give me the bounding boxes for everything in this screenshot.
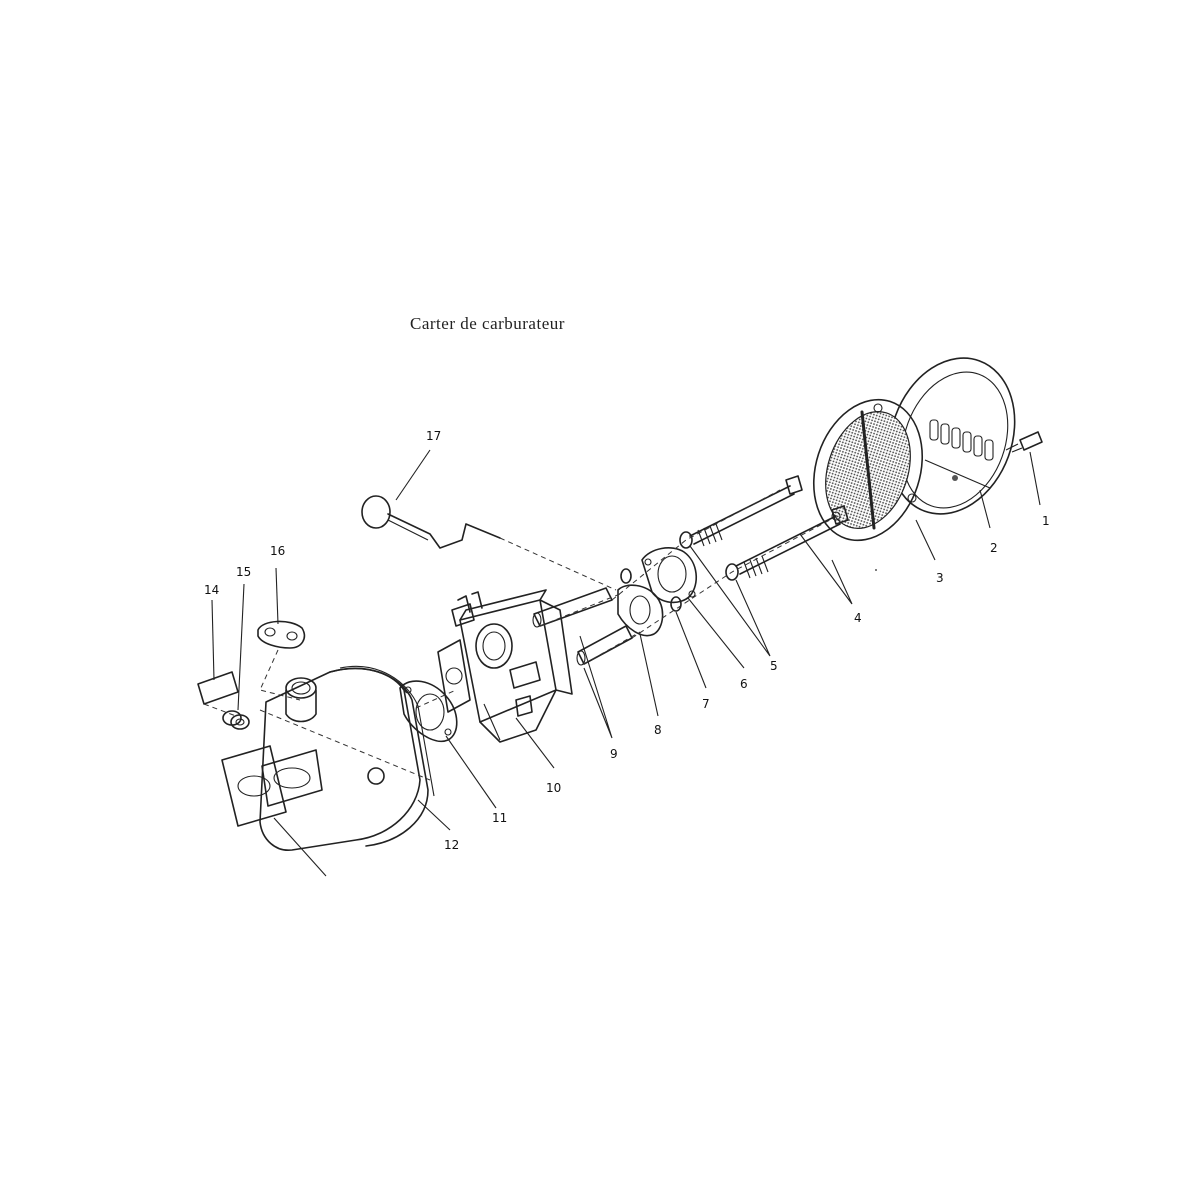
part-number-labels: 1 2 3 4 5 6 7 8 9 10 11 12 14 15 16 17 (204, 429, 1050, 852)
label-part-14: 14 (204, 583, 219, 597)
label-part-5: 5 (770, 659, 778, 673)
part-2-filter-cover (888, 357, 1016, 515)
part-17-choke-rod (361, 495, 501, 549)
label-part-16: 16 (270, 544, 285, 558)
part-15-grommet (222, 710, 250, 730)
label-part-10: 10 (546, 781, 561, 795)
diagram-title: Carter de carburateur (410, 314, 565, 333)
label-part-6: 6 (740, 677, 748, 691)
part-4-bolts (689, 475, 849, 579)
label-part-8: 8 (654, 723, 662, 737)
part-5-washers (679, 531, 739, 581)
part-12-housing (259, 665, 435, 851)
cover-slots (929, 419, 994, 461)
label-part-9: 9 (610, 747, 618, 761)
part-16-bracket (257, 620, 306, 649)
label-part-12: 12 (444, 838, 459, 852)
leader-lines (211, 449, 1041, 877)
label-part-7: 7 (702, 697, 710, 711)
part-10-carburetor (437, 589, 573, 743)
stray-dot (875, 569, 877, 571)
alignment-lines (203, 489, 831, 717)
label-part-1: 1 (1042, 514, 1050, 528)
part-9-tubes (532, 587, 633, 666)
part-1-screw (1005, 431, 1043, 453)
part-3-filter-screen (812, 398, 924, 542)
part-7-washer (670, 596, 682, 612)
label-part-15: 15 (236, 565, 251, 579)
label-part-17: 17 (426, 429, 441, 443)
label-part-3: 3 (936, 571, 944, 585)
label-part-2: 2 (990, 541, 998, 555)
flange-gasket (221, 745, 287, 827)
part-8-gasket (617, 568, 664, 637)
label-part-11: 11 (492, 811, 507, 825)
part-6-plate (641, 547, 697, 604)
part-11-gasket (399, 680, 458, 743)
label-part-4: 4 (854, 611, 862, 625)
part-14-label (197, 671, 239, 705)
